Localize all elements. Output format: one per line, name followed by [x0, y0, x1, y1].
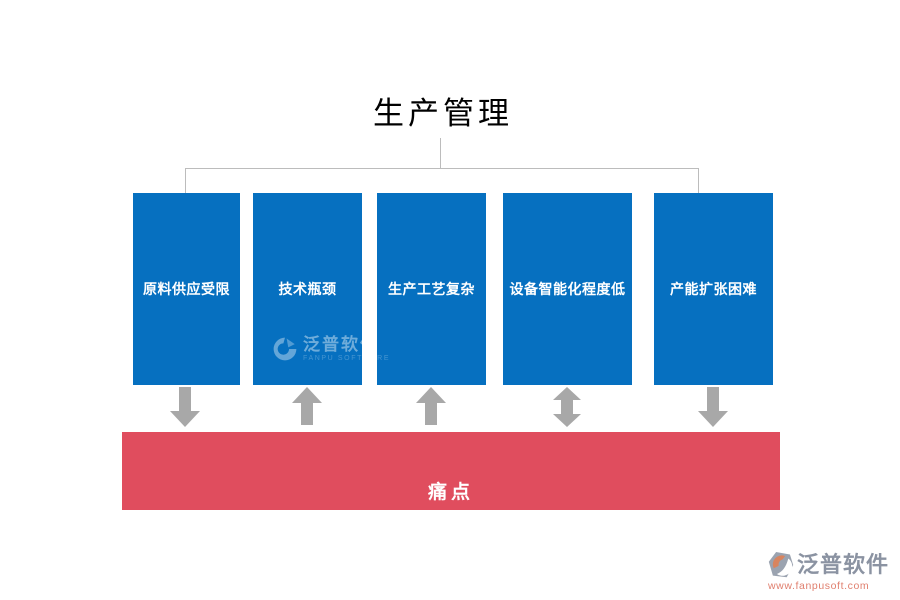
down-arrow-icon — [170, 387, 200, 427]
footer-brand-text: 泛普软件 — [797, 552, 890, 577]
connector-right-stem — [698, 168, 699, 193]
pain-point-bar: 痛点 — [122, 432, 780, 510]
connector-left-stem — [185, 168, 186, 193]
factor-box-capacity-expansion: 产能扩张困难 — [654, 193, 773, 385]
connector-title-stem — [440, 138, 441, 168]
up-arrow-icon — [416, 387, 446, 425]
factor-box-complex-process: 生产工艺复杂 — [377, 193, 486, 385]
page-title: 生产管理 — [373, 96, 513, 131]
footer-url-text: www.fanpusoft.com — [768, 580, 870, 592]
footer-logo: 泛普软件 www.fanpusoft.com — [768, 551, 889, 592]
factor-box-technical-bottleneck: 技术瓶颈 — [253, 193, 362, 385]
down-arrow-icon — [698, 387, 728, 427]
pain-point-label: 痛点 — [427, 482, 474, 503]
factor-label: 原料供应受限 — [143, 281, 230, 297]
factor-label: 生产工艺复杂 — [388, 281, 475, 297]
fanpu-logo-icon — [768, 552, 794, 578]
factor-box-raw-material-supply: 原料供应受限 — [133, 193, 240, 385]
factor-label: 设备智能化程度低 — [509, 281, 626, 297]
up-down-arrow-icon — [553, 387, 581, 427]
factor-label: 产能扩张困难 — [670, 281, 757, 297]
factor-label: 技术瓶颈 — [278, 281, 337, 297]
factor-box-low-equipment-intelligence: 设备智能化程度低 — [503, 193, 632, 385]
up-arrow-icon — [292, 387, 322, 425]
connector-horizontal-line — [185, 168, 699, 169]
